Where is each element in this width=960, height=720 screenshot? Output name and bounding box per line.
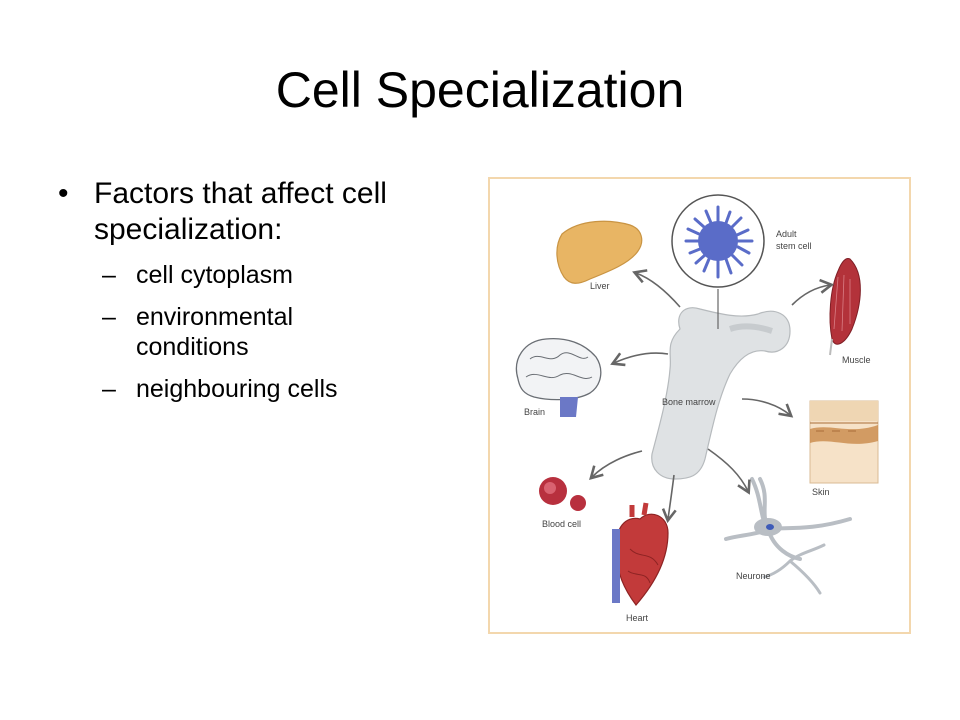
- bullet-list: • Factors that affect cell specializatio…: [58, 176, 478, 416]
- arrow-to-brain: [610, 352, 669, 367]
- sub-bullet-text: environmental conditions: [136, 303, 294, 361]
- label-liver: Liver: [590, 281, 610, 291]
- stem-cell-dendrites: [684, 205, 754, 279]
- dash-icon: –: [102, 261, 116, 289]
- stem-cell-diagram: Adult stem cell Liver Muscle Brain Bone …: [488, 177, 911, 634]
- bullet-dot-icon: •: [58, 177, 69, 210]
- heart-illustration: [612, 502, 669, 606]
- sub-bullet-item: – cell cytoplasm: [94, 260, 396, 290]
- slide-title: Cell Specialization: [275, 62, 685, 118]
- label-muscle: Muscle: [842, 355, 871, 365]
- label-stem-cell: stem cell: [776, 241, 812, 251]
- muscle-illustration: [829, 258, 861, 345]
- label-neurone: Neurone: [736, 571, 771, 581]
- neurone-illustration: [724, 477, 852, 595]
- bone-shape: [651, 307, 791, 480]
- arrow-to-blood-cell: [589, 450, 643, 480]
- skin-illustration: [809, 400, 879, 484]
- arrow-to-muscle: [791, 278, 835, 306]
- stem-cell-illustration: [671, 194, 765, 329]
- label-blood-cell: Blood cell: [542, 519, 581, 529]
- sub-bullet-item: – environmental conditions: [94, 302, 396, 362]
- arrow-to-liver: [632, 269, 681, 308]
- blood-cell-small: [570, 495, 586, 511]
- arrow-to-skin: [741, 398, 794, 418]
- bone-illustration: [651, 307, 791, 480]
- sub-bullet-text: cell cytoplasm: [136, 261, 293, 289]
- bullet-item: • Factors that affect cell specializatio…: [58, 176, 454, 248]
- label-brain: Brain: [524, 407, 545, 417]
- diagram-svg: Adult stem cell Liver Muscle Brain Bone …: [515, 194, 879, 623]
- sub-bullet-item: – neighbouring cells: [94, 374, 396, 404]
- label-skin: Skin: [812, 487, 830, 497]
- arrows: [589, 269, 835, 524]
- brain-illustration: [515, 337, 602, 401]
- label-adult: Adult: [776, 229, 797, 239]
- stem-cell-body: [698, 221, 738, 261]
- sub-bullet-text: neighbouring cells: [136, 375, 338, 403]
- label-heart: Heart: [626, 613, 649, 623]
- bone-marrow-texture: [729, 323, 773, 334]
- label-bone-marrow: Bone marrow: [662, 397, 716, 407]
- brainstem: [560, 397, 578, 417]
- sub-bullet-list: – cell cytoplasm – environmental conditi…: [94, 260, 478, 404]
- bullet-text: Factors that affect cell specialization:: [94, 177, 387, 246]
- arrow-to-heart: [661, 474, 677, 524]
- dash-icon: –: [102, 375, 116, 403]
- arrow-to-neurone: [707, 448, 751, 495]
- dash-icon: –: [102, 303, 116, 331]
- liver-illustration: [556, 220, 643, 284]
